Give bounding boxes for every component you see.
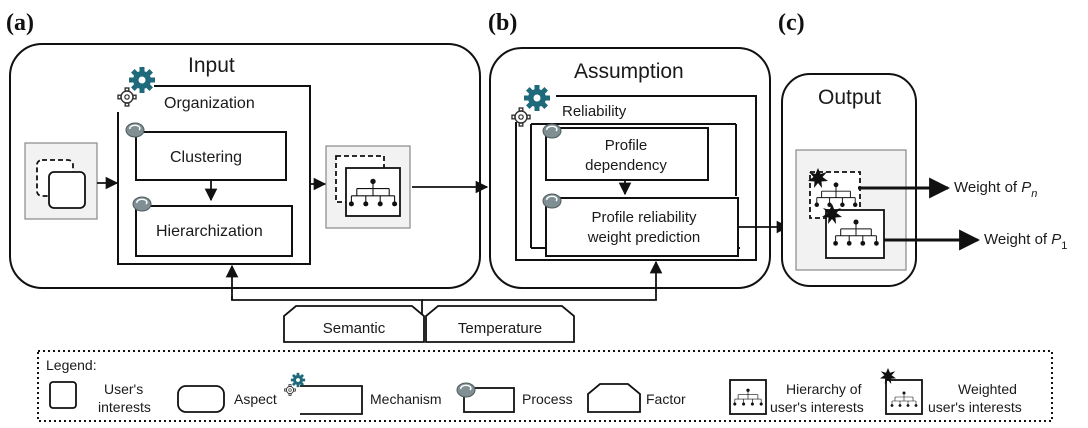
- input-title: Input: [188, 54, 235, 77]
- process-icon: [132, 196, 152, 212]
- legend-weighted-2: user's interests: [928, 399, 1022, 415]
- legend-aspect-icon: [177, 385, 225, 413]
- reliability-mechanism-box: [515, 95, 757, 261]
- process-icon: [542, 123, 562, 139]
- output-title: Output: [818, 86, 881, 109]
- legend-factor: Factor: [646, 391, 686, 407]
- legend-factor-shape: [587, 383, 641, 413]
- process-icon: [542, 193, 562, 209]
- profile-dependency-line2: dependency: [585, 157, 667, 174]
- legend-hierarchy-1: Hierarchy of: [786, 381, 862, 397]
- profile-dependency-line1: Profile: [605, 137, 648, 154]
- clustering-process-box: [135, 131, 287, 181]
- legend-process: Process: [522, 391, 573, 407]
- process-icon: [456, 382, 476, 398]
- legend-mechanism-shape: [300, 385, 363, 415]
- assumption-title: Assumption: [574, 60, 684, 83]
- clustering-label: Clustering: [170, 149, 242, 166]
- hierarchization-label: Hierarchization: [156, 223, 263, 240]
- legend-hierarchy-2: user's interests: [770, 399, 864, 415]
- temperature-factor: [425, 305, 575, 343]
- panel-label-c: (c): [778, 10, 805, 36]
- semantic-label: Semantic: [323, 320, 386, 337]
- weight-of-p1-label: Weight of P1: [984, 231, 1067, 252]
- panel-label-a: (a): [6, 10, 34, 36]
- weight-prediction-line1: Profile reliability: [591, 209, 697, 226]
- organization-label: Organization: [164, 95, 255, 112]
- legend-aspect: Aspect: [234, 391, 277, 407]
- organization-mechanism-box: [117, 85, 311, 265]
- gears-icon: [129, 67, 155, 93]
- gears-icon: [290, 372, 306, 388]
- hierarchization-process-box: [135, 205, 293, 257]
- reliability-label: Reliability: [562, 103, 627, 120]
- temperature-label: Temperature: [458, 320, 542, 337]
- weight-of-pn-label: Weight of Pn: [954, 179, 1037, 200]
- profile-dependency-process-box: [545, 127, 709, 181]
- gears-icon: [524, 85, 550, 111]
- reliability-weight-process-box: [545, 197, 739, 257]
- panel-label-b: (b): [488, 10, 517, 36]
- process-icon: [125, 122, 145, 138]
- legend-weighted-1: Weighted: [958, 381, 1017, 397]
- interest-shape: [48, 171, 86, 209]
- weight-prediction-line2: weight prediction: [587, 229, 701, 246]
- legend-title: Legend:: [46, 357, 97, 373]
- legend-users-interests-1: User's: [104, 381, 143, 397]
- semantic-factor: [283, 305, 425, 343]
- legend-users-interests-2: interests: [98, 399, 151, 415]
- legend-mechanism: Mechanism: [370, 391, 442, 407]
- legend-users-interests-icon: [49, 381, 77, 409]
